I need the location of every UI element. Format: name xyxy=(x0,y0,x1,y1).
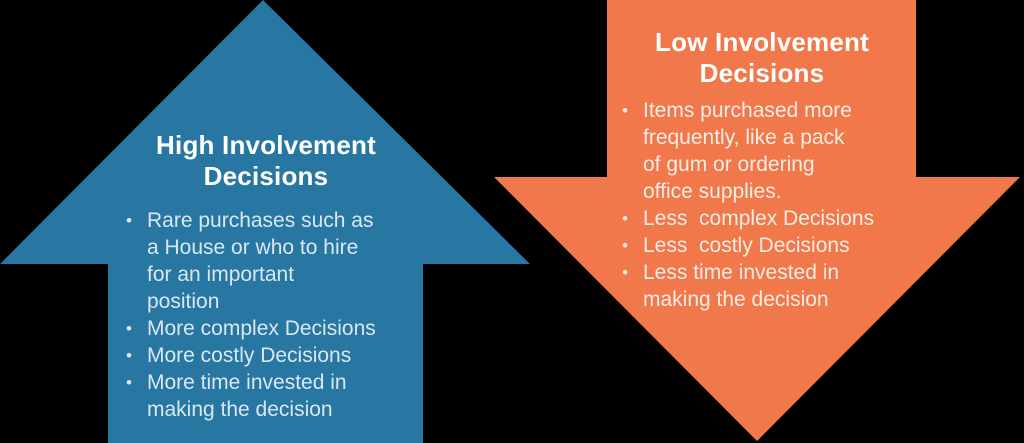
bullet-icon: • xyxy=(126,346,132,365)
list-item: • Items purchased more frequently, like … xyxy=(622,97,922,205)
down-arrow-shape xyxy=(494,0,1020,441)
list-item: • More time invested in making the decis… xyxy=(126,369,426,423)
list-item: • More costly Decisions xyxy=(126,342,426,369)
list-item: • Less costly Decisions xyxy=(622,232,922,259)
low-involvement-list: • Items purchased more frequently, like … xyxy=(622,97,922,313)
list-item-text: More costly Decisions xyxy=(147,344,352,367)
bullet-icon: • xyxy=(622,209,628,228)
bullet-icon: • xyxy=(126,211,132,230)
list-item: • Less time invested in making the decis… xyxy=(622,259,922,313)
bullet-icon: • xyxy=(622,263,628,282)
list-item: • Less complex Decisions xyxy=(622,205,922,232)
low-involvement-title: Low Involvement Decisions xyxy=(655,27,869,88)
bullet-icon: • xyxy=(126,319,132,338)
bullet-icon: • xyxy=(622,101,628,120)
list-item: • Rare purchases such as a House or who … xyxy=(126,207,426,315)
list-item-text: Less complex Decisions xyxy=(643,207,875,230)
list-item-text: More time invested in making the decisio… xyxy=(147,371,347,421)
high-involvement-title: High Involvement Decisions xyxy=(156,130,376,191)
list-item-text: More complex Decisions xyxy=(147,317,376,340)
bullet-icon: • xyxy=(622,236,628,255)
list-item-text: Less costly Decisions xyxy=(643,234,850,257)
list-item-text: Rare purchases such as a House or who to… xyxy=(147,209,374,313)
list-item: • More complex Decisions xyxy=(126,315,426,342)
bullet-icon: • xyxy=(126,373,132,392)
high-involvement-list: • Rare purchases such as a House or who … xyxy=(126,207,426,423)
up-arrow-shape xyxy=(0,0,530,443)
list-item-text: Items purchased more frequently, like a … xyxy=(643,99,852,203)
list-item-text: Less time invested in making the decisio… xyxy=(643,261,840,311)
